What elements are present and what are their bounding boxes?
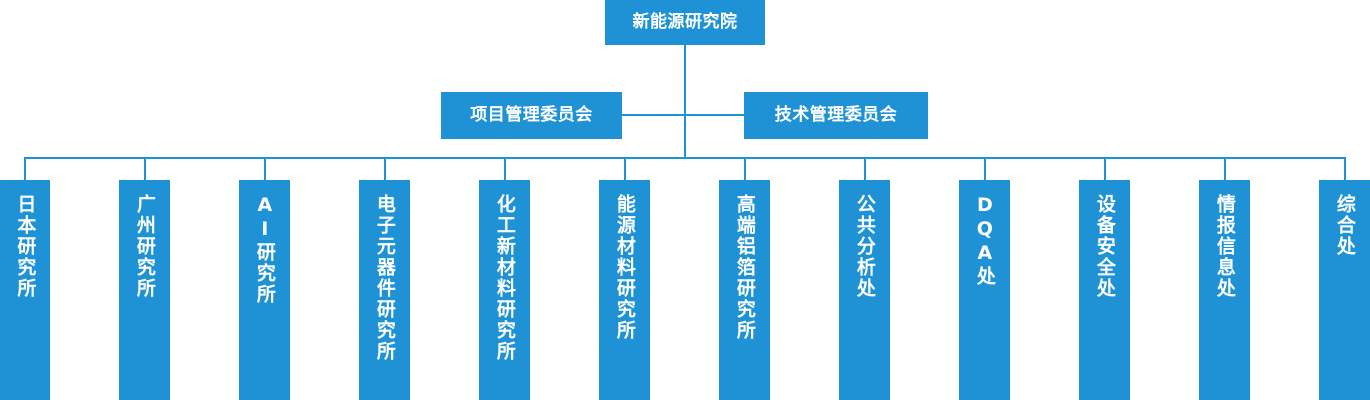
node-department-chemical-new-materials-research-institute[interactable]: 化工新材料研究所	[479, 180, 530, 400]
node-committee-technical-management-label: 技术管理委员会	[774, 105, 898, 126]
node-committee-project-management-label: 项目管理委员会	[470, 105, 593, 126]
node-root[interactable]: 新能源研究院	[605, 0, 765, 45]
node-department-label: 高端铝箔研究所	[733, 194, 756, 341]
connector-drop-6	[624, 157, 626, 180]
node-department-high-end-aluminum-foil-research-institute[interactable]: 高端铝箔研究所	[719, 180, 770, 400]
connector-drop-10	[1104, 157, 1106, 180]
connector-drop-11	[1224, 157, 1226, 180]
connector-trunk-vertical	[684, 45, 686, 159]
connector-drop-1	[24, 157, 26, 180]
node-department-japan-research-institute[interactable]: 日本研究所	[0, 180, 50, 400]
node-department-equipment-safety-office[interactable]: 设备安全处	[1079, 180, 1130, 400]
node-department-label: 化工新材料研究所	[493, 194, 516, 362]
connector-drop-7	[744, 157, 746, 180]
node-department-electronic-components-research-institute[interactable]: 电子元器件研究所	[359, 180, 410, 400]
node-department-general-affairs-office[interactable]: 综合处	[1319, 180, 1370, 400]
connector-drop-4	[384, 157, 386, 180]
node-department-label: 综合处	[1333, 194, 1356, 257]
node-department-label: 电子元器件研究所	[373, 194, 396, 362]
connector-drop-5	[504, 157, 506, 180]
node-department-intelligence-information-office[interactable]: 情报信息处	[1199, 180, 1250, 400]
node-committee-technical-management[interactable]: 技术管理委员会	[744, 92, 928, 139]
node-department-label: 情报信息处	[1213, 194, 1236, 299]
node-department-dqa-office[interactable]: DQA处	[959, 180, 1010, 400]
node-committee-project-management[interactable]: 项目管理委员会	[441, 92, 622, 139]
connector-drop-8	[864, 157, 866, 180]
node-department-label: 能源材料研究所	[613, 194, 636, 341]
node-department-label: 广州研究所	[133, 194, 156, 299]
node-department-label: DQA处	[973, 194, 996, 287]
node-department-ai-research-institute[interactable]: AI研究所	[239, 180, 290, 400]
node-department-label: 公共分析处	[853, 194, 876, 299]
connector-drop-9	[984, 157, 986, 180]
node-department-guangzhou-research-institute[interactable]: 广州研究所	[119, 180, 170, 400]
connector-drop-2	[144, 157, 146, 180]
connector-committee-horizontal	[622, 114, 744, 116]
node-department-label: 设备安全处	[1093, 194, 1116, 299]
connector-drop-3	[264, 157, 266, 180]
node-department-public-analysis-office[interactable]: 公共分析处	[839, 180, 890, 400]
node-root-label: 新能源研究院	[632, 12, 738, 33]
connector-department-bus	[24, 157, 1346, 159]
node-department-label: AI研究所	[253, 194, 276, 305]
node-department-label: 日本研究所	[14, 194, 37, 299]
node-department-energy-materials-research-institute[interactable]: 能源材料研究所	[599, 180, 650, 400]
connector-drop-12	[1344, 157, 1346, 180]
